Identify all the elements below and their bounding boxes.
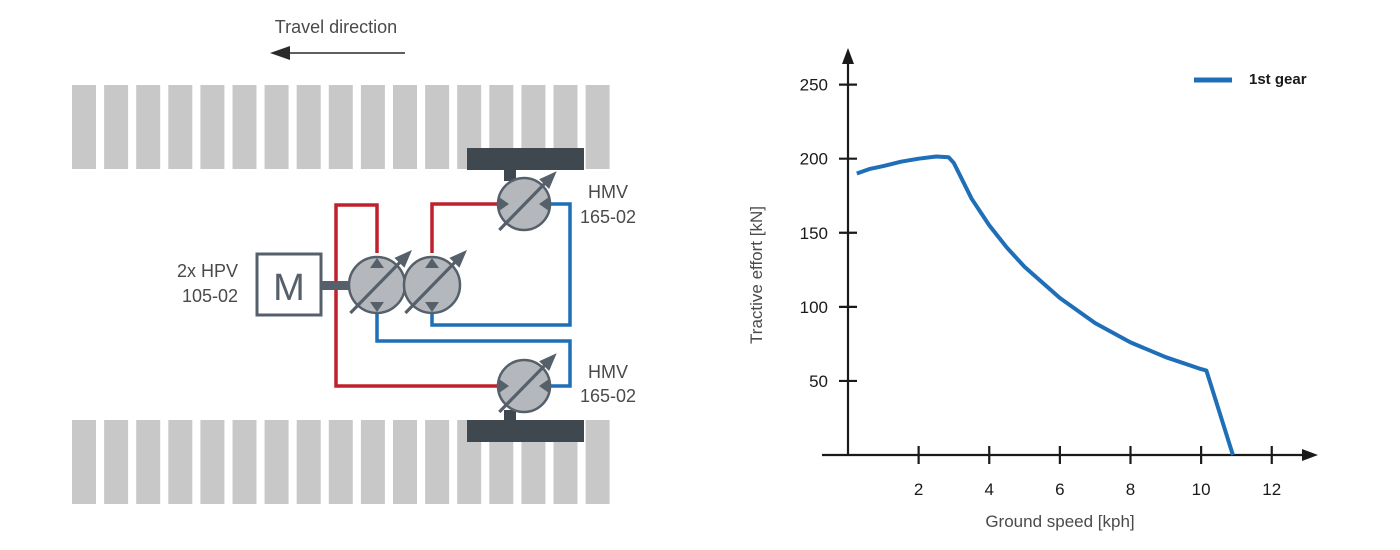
flow-triangle-icon <box>425 258 439 268</box>
y-tick-label: 150 <box>800 224 828 243</box>
track-bottom-link <box>72 420 96 504</box>
hydraulic-units <box>347 171 557 414</box>
track-top-link <box>296 85 321 169</box>
motor-box <box>255 252 323 317</box>
track-top-link <box>200 85 225 169</box>
y-axis-arrow-icon <box>842 48 854 64</box>
track-bottom-link <box>393 420 417 504</box>
return-line-top <box>430 202 572 327</box>
track-bottom <box>72 420 610 504</box>
adjust-arrow-icon <box>539 353 557 372</box>
adjust-arrow-icon <box>449 249 467 268</box>
x-tick-label: 4 <box>985 480 994 499</box>
y-tick-label: 200 <box>800 150 828 169</box>
flow-triangle-icon <box>539 379 549 393</box>
track-top-link <box>585 85 610 169</box>
sprocket-bottom-shaft <box>504 410 516 422</box>
track-bottom-link <box>425 420 450 504</box>
pressure-line-pump1 <box>334 203 500 388</box>
track-bottom-link <box>136 420 161 504</box>
flow-triangle-icon <box>499 197 509 211</box>
return-lines <box>375 202 572 388</box>
track-top-link <box>168 85 193 169</box>
adjust-arrow-icon <box>394 249 412 268</box>
adjust-arrow-icon <box>539 171 557 190</box>
track-top-link <box>264 85 289 169</box>
track-top-link <box>360 85 385 169</box>
return-line-bottom <box>375 313 572 388</box>
flow-triangle-icon <box>539 197 549 211</box>
pressure-line-pump2 <box>430 202 500 253</box>
x-axis-label: Ground speed [kph] <box>985 512 1134 531</box>
hmv-top-label-line1: HMV <box>588 182 628 202</box>
track-bottom-link <box>585 420 610 504</box>
series-line-0 <box>856 154 1235 456</box>
x-tick-label: 2 <box>914 480 923 499</box>
y-tick-label: 100 <box>800 298 828 317</box>
track-top-link <box>393 85 417 169</box>
y-axis-label: Tractive effort [kN] <box>747 206 766 344</box>
x-ticks: 2 4 6 8 10 12 <box>914 446 1281 499</box>
hmv-motor-bottom <box>496 353 557 414</box>
y-ticks: 50 100 150 200 250 <box>800 76 857 391</box>
pump-1 <box>347 249 412 315</box>
x-tick-label: 12 <box>1262 480 1281 499</box>
track-bottom-link <box>104 420 129 504</box>
track-top-link <box>232 85 257 169</box>
pump-label-line1: 2x HPV <box>177 261 238 281</box>
track-top-link <box>425 85 450 169</box>
x-tick-label: 8 <box>1126 480 1135 499</box>
hydraulic-diagram: Travel direction M 2x HPV 105-02 H <box>72 17 636 504</box>
x-tick-label: 6 <box>1055 480 1064 499</box>
flow-triangle-icon <box>499 379 509 393</box>
track-bottom-link <box>168 420 193 504</box>
flow-triangle-icon <box>370 258 384 268</box>
hmv-bottom-label-line2: 165-02 <box>580 386 636 406</box>
sprocket-top <box>467 148 584 170</box>
legend: 1st gear <box>1194 71 1307 88</box>
track-bottom-link <box>328 420 353 504</box>
track-top-link <box>104 85 129 169</box>
motor-shaft <box>321 281 351 290</box>
flow-triangle-icon <box>370 302 384 312</box>
track-bottom-link <box>200 420 225 504</box>
x-tick-label: 10 <box>1192 480 1211 499</box>
pump-label-line2: 105-02 <box>182 286 238 306</box>
pressure-lines <box>334 202 500 388</box>
legend-label: 1st gear <box>1249 71 1307 88</box>
travel-direction-arrow-icon <box>270 46 405 60</box>
track-bottom-link <box>296 420 321 504</box>
series-layer <box>856 154 1235 456</box>
motor-symbol: M <box>273 267 305 309</box>
hmv-motor-top <box>496 171 557 232</box>
track-bottom-link <box>232 420 257 504</box>
travel-direction-label: Travel direction <box>275 17 397 37</box>
sprocket-bottom <box>467 420 584 442</box>
y-tick-label: 50 <box>809 372 828 391</box>
tractive-effort-chart: 2 4 6 8 10 12 50 100 150 200 250 Ground speed [kp… <box>747 48 1318 531</box>
hmv-bottom-label-line1: HMV <box>588 362 628 382</box>
track-top-link <box>328 85 353 169</box>
track-bottom-link <box>360 420 385 504</box>
track-top-link <box>136 85 161 169</box>
track-bottom-link <box>264 420 289 504</box>
pump-2 <box>402 249 467 315</box>
sprocket-top-shaft <box>504 167 516 181</box>
flow-triangle-icon <box>425 302 439 312</box>
x-axis-arrow-icon <box>1302 449 1318 461</box>
track-top-link <box>72 85 96 169</box>
hmv-top-label-line2: 165-02 <box>580 207 636 227</box>
y-tick-label: 250 <box>800 76 828 95</box>
